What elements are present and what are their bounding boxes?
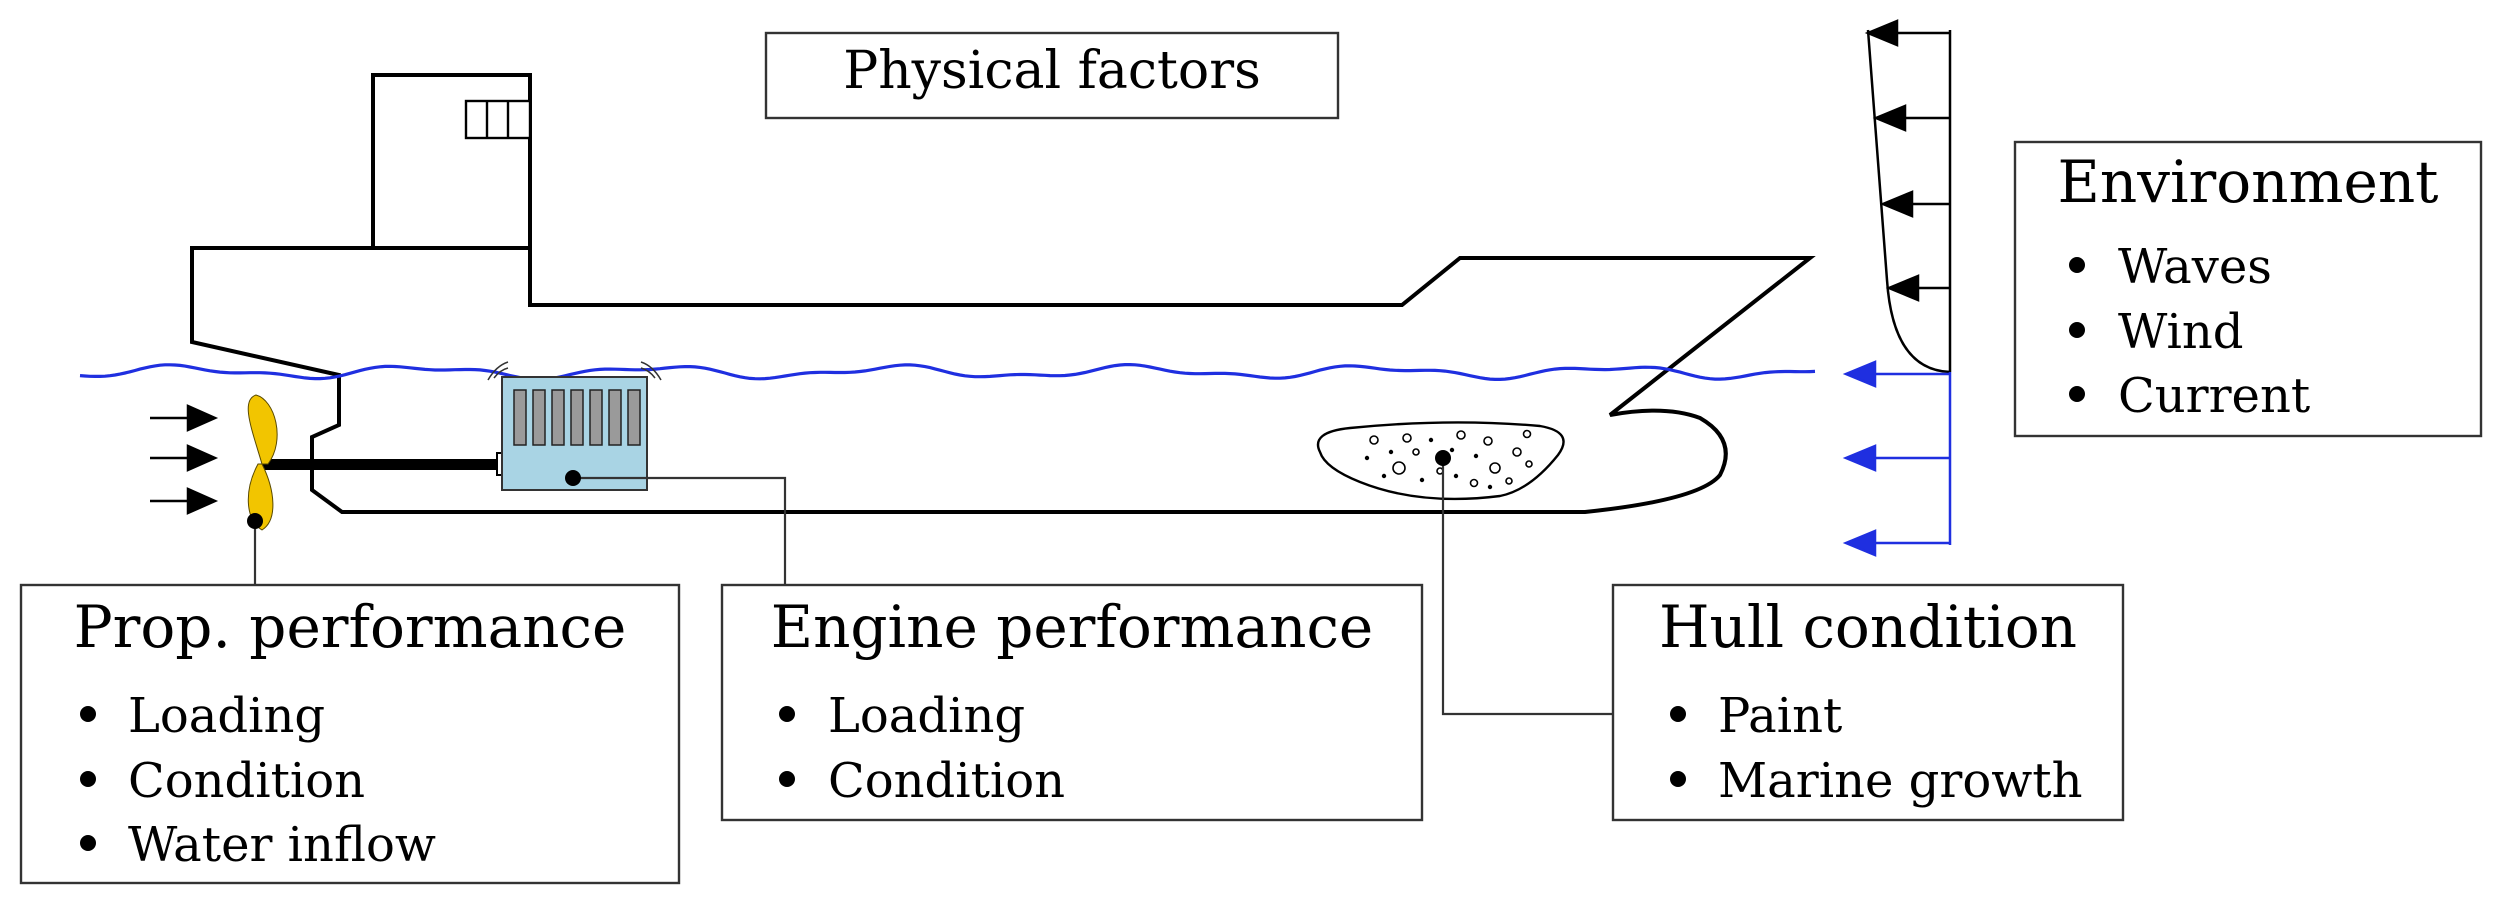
propeller-shaft xyxy=(262,459,499,470)
leader-lines xyxy=(247,450,1613,716)
title-box xyxy=(764,31,1340,120)
ship-bridge xyxy=(371,73,532,305)
engine-item-condition: Condition xyxy=(828,753,1065,809)
hull-condition-box: Hull condition Paint Marine growth xyxy=(1611,583,2125,822)
environment-heading: Environment xyxy=(2058,148,2439,216)
diagram-title: Physical factors xyxy=(843,41,1261,101)
engine-leader-line xyxy=(573,476,787,585)
hull-item-marine-growth: Marine growth xyxy=(1718,753,2083,809)
environment-item-current: Current xyxy=(2118,368,2310,424)
wind-profile-arrows xyxy=(1864,19,1952,374)
prop-leader-dot xyxy=(247,513,263,529)
prop-performance-heading: Prop. performance xyxy=(74,593,627,661)
hull-leader-line xyxy=(1441,458,1613,716)
propeller-inflow-arrows xyxy=(150,404,219,515)
current-profile-arrows xyxy=(1842,360,1952,557)
environment-item-wind: Wind xyxy=(2118,304,2243,360)
water-line xyxy=(79,363,1816,382)
hull-item-paint: Paint xyxy=(1718,688,1842,744)
prop-item-condition: Condition xyxy=(128,753,365,809)
ship-hull-outline xyxy=(190,246,1816,514)
environment-item-waves: Waves xyxy=(2118,239,2272,295)
prop-item-loading: Loading xyxy=(128,688,325,744)
hull-condition-heading: Hull condition xyxy=(1659,593,2077,661)
prop-performance-box: Prop. performance Loading Condition Wate… xyxy=(19,583,681,885)
engine xyxy=(487,361,662,491)
engine-item-loading: Loading xyxy=(828,688,1025,744)
hull-leader-dot xyxy=(1435,450,1451,466)
engine-leader-dot xyxy=(565,470,581,486)
engine-performance-box: Engine performance Loading Condition xyxy=(720,583,1424,822)
environment-box: Environment Waves Wind Current xyxy=(2013,140,2483,438)
prop-item-water-inflow: Water inflow xyxy=(128,817,436,873)
bridge-window xyxy=(464,99,532,140)
engine-performance-heading: Engine performance xyxy=(771,593,1374,661)
